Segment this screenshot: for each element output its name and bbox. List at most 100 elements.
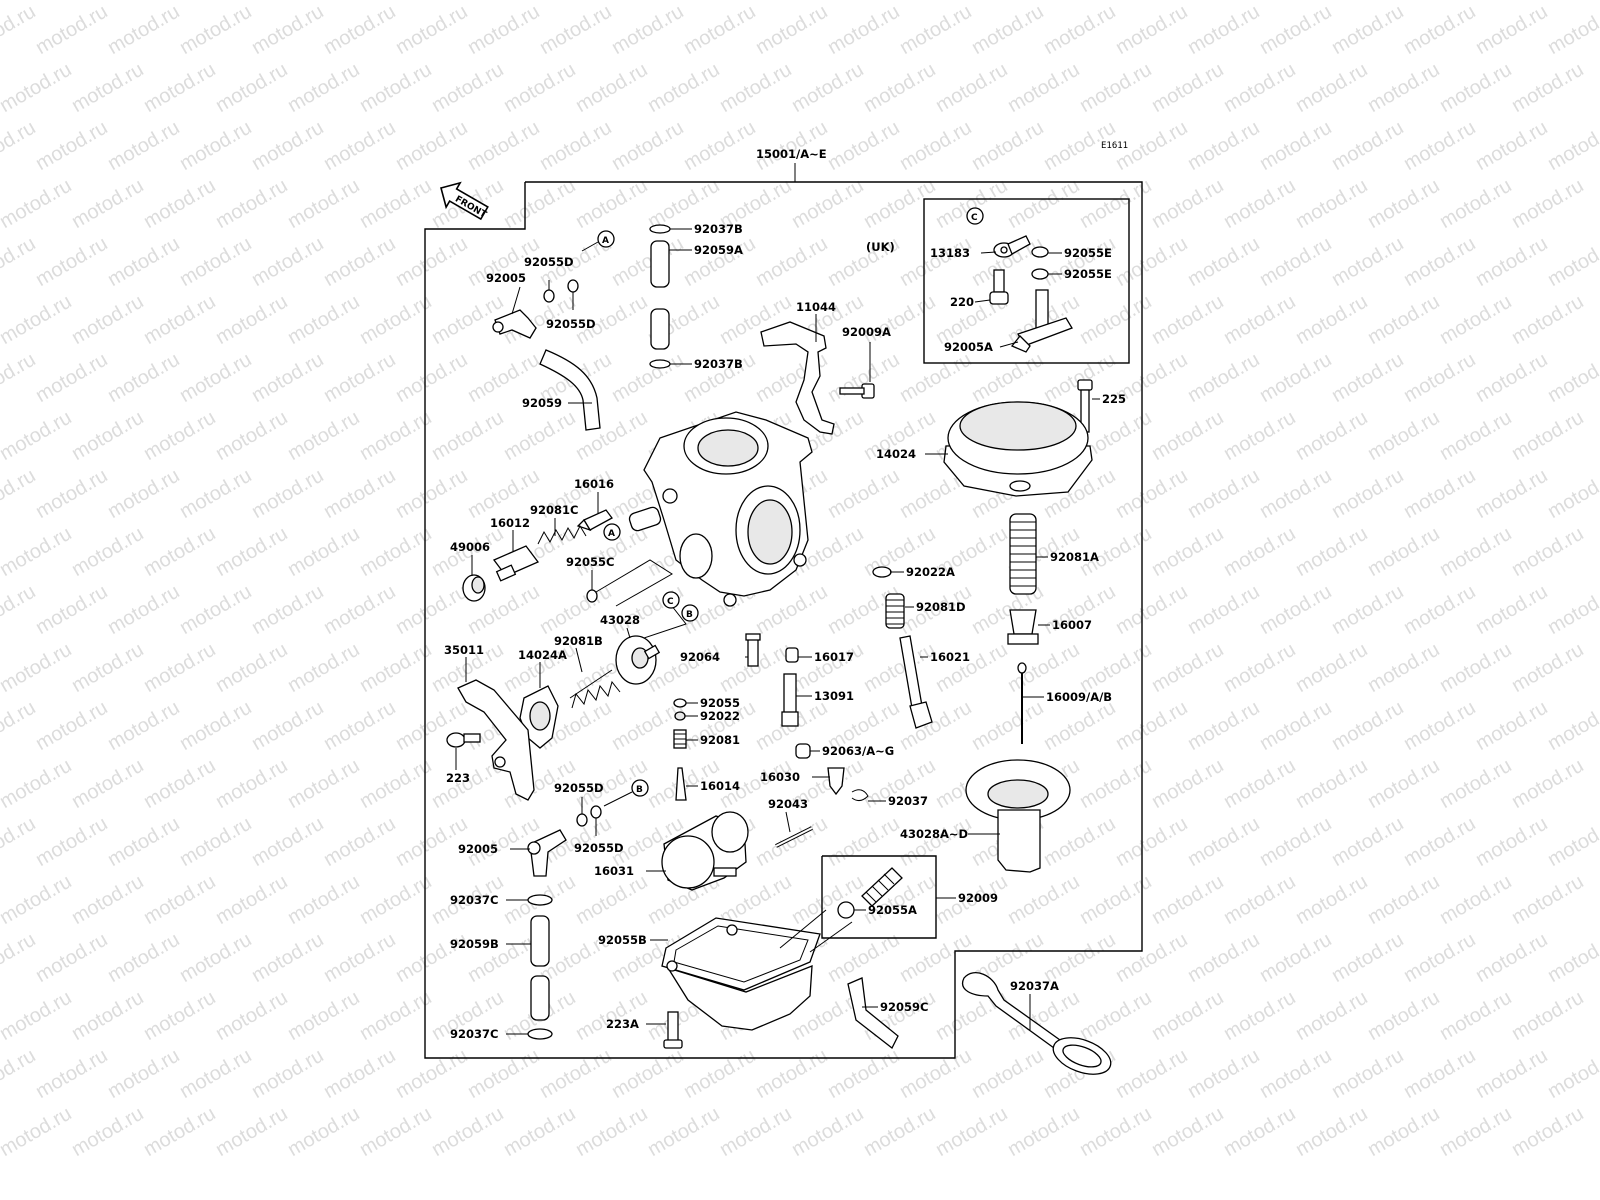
bracket-13183-icon (993, 235, 1031, 258)
diagram-code: E1611 (1101, 141, 1128, 151)
label-92009A: 92009A (842, 325, 891, 339)
label-92081D: 92081D (916, 600, 966, 614)
leader-lines (455, 228, 1100, 1035)
screw-92009A-icon (839, 383, 875, 399)
label-13091: 13091 (814, 689, 854, 703)
svg-text:C: C (667, 597, 674, 607)
jet-92064-icon (745, 633, 761, 667)
bracket-35011-icon (457, 679, 535, 801)
spring-92081-icon (673, 729, 687, 749)
callout-c-body: C (662, 591, 680, 609)
fitting-92005-lower-icon (527, 829, 567, 877)
label-92055E-1: 92055E (1064, 246, 1112, 260)
front-arrow-icon: FRONT (440, 181, 489, 221)
label-92055C: 92055C (566, 555, 614, 569)
label-92055D-2: 92055D (546, 317, 596, 331)
hose-92059C-icon (847, 977, 899, 1049)
part-labels: 92037B 92059A 92037B 92055D 92005 92055D… (444, 222, 1126, 1041)
label-92037C-1: 92037C (450, 893, 498, 907)
label-16031: 16031 (594, 864, 634, 878)
label-92059A: 92059A (694, 243, 743, 257)
label-92022A: 92022A (906, 565, 955, 579)
drain-inset-frame (821, 855, 937, 939)
screw-223-icon (446, 732, 481, 748)
svg-text:A: A (608, 529, 615, 539)
label-92059: 92059 (522, 396, 562, 410)
label-223A: 223A (606, 1017, 639, 1031)
label-16014: 16014 (700, 779, 740, 793)
label-92055B: 92055B (598, 933, 647, 947)
label-92037A: 92037A (1010, 979, 1059, 993)
o-ring-92055A-icon (837, 901, 855, 919)
screw-16021-icon (899, 635, 933, 729)
tube-92037A-icon (962, 972, 1112, 1075)
svg-text:A: A (602, 236, 609, 246)
spring-92081A-icon (1009, 513, 1037, 595)
uk-note: (UK) (866, 240, 895, 254)
label-14024A: 14024A (518, 648, 567, 662)
hose-clip-92037B-icon (649, 359, 671, 369)
label-16021: 16021 (930, 650, 970, 664)
svg-text:B: B (686, 610, 693, 620)
spring-92081D-icon (885, 593, 905, 629)
label-16009: 16009/A/B (1046, 690, 1112, 704)
assembly-frame (424, 181, 1143, 1059)
bracket-11044-icon (760, 321, 835, 435)
label-16016: 16016 (574, 477, 614, 491)
label-92081C: 92081C (530, 503, 578, 517)
callout-b-lower: B (603, 779, 649, 807)
cap-49006-icon (462, 574, 486, 602)
screw-220-icon (989, 269, 1009, 305)
label-92037: 92037 (888, 794, 928, 808)
label-92059C: 92059C (880, 1000, 928, 1014)
fitting-92005A-icon (1010, 289, 1073, 353)
label-92043: 92043 (768, 797, 808, 811)
pilot-screw-16016-icon (576, 509, 613, 532)
washer-92022-icon (674, 711, 686, 721)
label-92005-1: 92005 (486, 271, 526, 285)
hose-clip-92037C-icon (527, 894, 553, 906)
screw-223A-icon (663, 1011, 683, 1049)
label-220: 220 (950, 295, 974, 309)
pump-cover-16031-icon (661, 811, 749, 891)
hose-clip-92037B-top-icon (649, 224, 671, 234)
clip-92037-icon (851, 789, 869, 802)
label-92081A: 92081A (1050, 550, 1099, 564)
washer-92055-icon (673, 698, 687, 708)
label-16007: 16007 (1052, 618, 1092, 632)
washer-92022A-icon (872, 566, 892, 578)
pin-92043-icon (775, 826, 813, 848)
needle-jet-13091-icon (781, 673, 799, 727)
label-16017: 16017 (814, 650, 854, 664)
hose-92059A-icon (650, 240, 670, 350)
label-92055: 92055 (700, 696, 740, 710)
callout-a-body: A (603, 523, 621, 541)
hose-clip-92037C-lower-icon (527, 1028, 553, 1040)
hose-92059B-icon (530, 915, 550, 1021)
label-49006: 49006 (450, 540, 490, 554)
jet-16017-icon (785, 647, 799, 663)
svg-text:B: B (636, 785, 643, 795)
label-92037B: 92037B (694, 357, 743, 371)
o-ring-92055C-icon (586, 589, 598, 603)
label-43028: 43028 (600, 613, 640, 627)
label-92022: 92022 (700, 709, 740, 723)
needle-16014-icon (675, 767, 687, 801)
plunger-16012-icon (492, 545, 540, 582)
spring-92081B-icon (569, 669, 621, 709)
label-92063: 92063/A~G (822, 744, 894, 758)
svg-text:C: C (971, 213, 978, 223)
drain-screw-92009-icon (861, 867, 903, 907)
diaphragm-43028-icon (615, 635, 661, 685)
callout-b-body: B (681, 604, 699, 622)
float-needle-16030-icon (827, 767, 845, 796)
callout-c-inset: C (966, 207, 984, 225)
jet-needle-16009-icon (1017, 662, 1027, 744)
jet-92063-icon (795, 743, 811, 759)
callout-a-top: A (581, 230, 615, 252)
label-92064: 92064 (680, 650, 720, 664)
diaphragm-43028A-icon (965, 759, 1071, 873)
label-13183: 13183 (930, 246, 970, 260)
label-16012: 16012 (490, 516, 530, 530)
